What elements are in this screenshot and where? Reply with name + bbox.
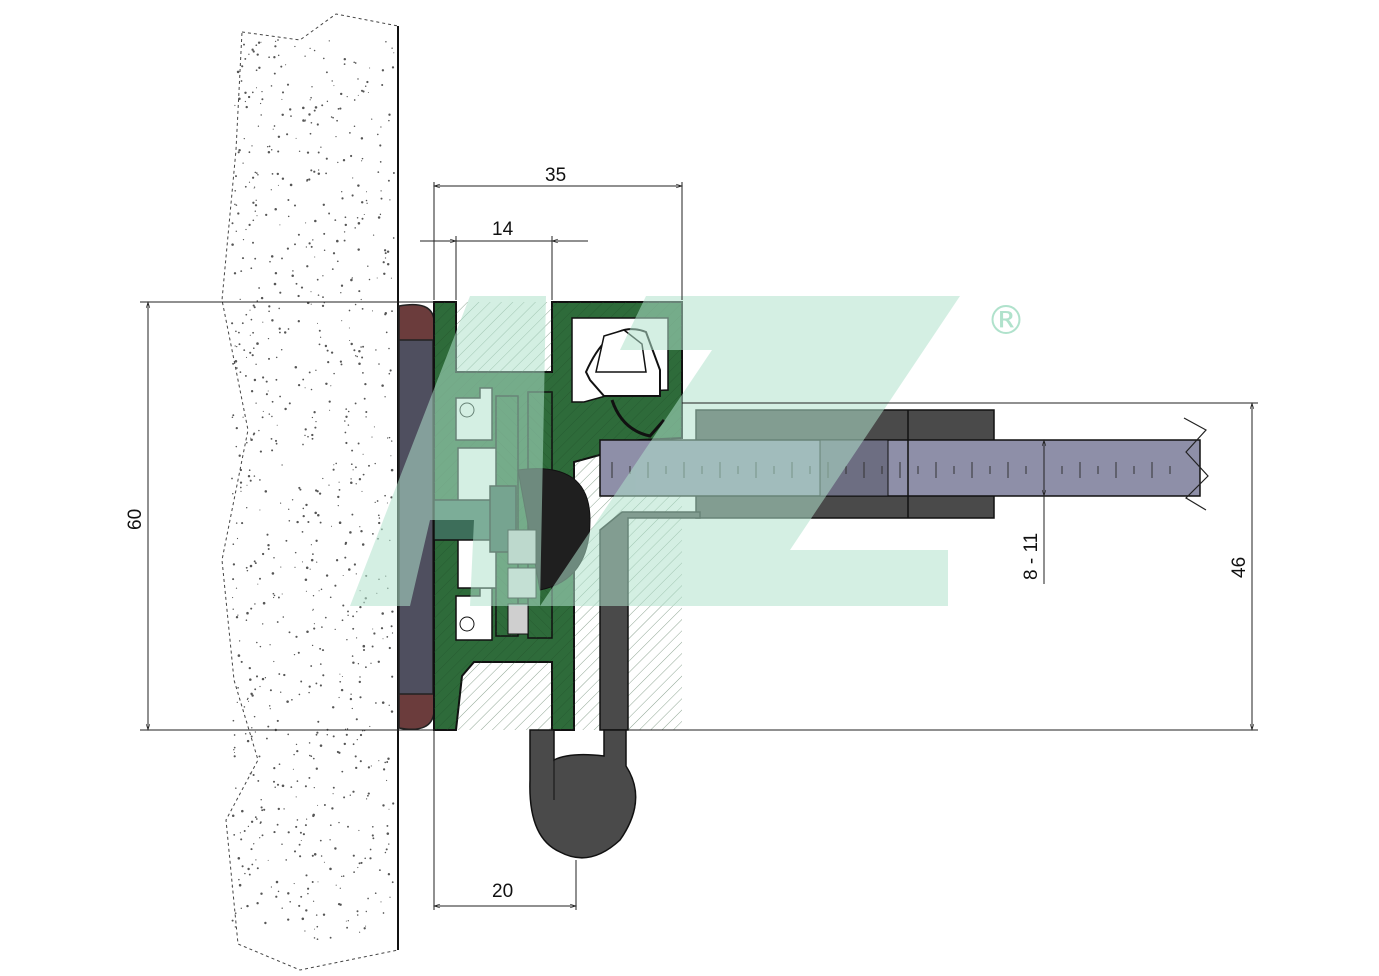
dimensions: [140, 182, 1258, 910]
dimension-46: 46: [1229, 557, 1250, 578]
concrete-texture: [231, 39, 395, 941]
dimension-60: 60: [125, 509, 146, 530]
registered-mark: ®: [986, 298, 1026, 344]
dimension-20: 20: [492, 881, 513, 902]
dimension-35: 35: [545, 165, 566, 186]
az-watermark: [350, 296, 960, 606]
dimension-8-11: 8 - 11: [1021, 533, 1042, 580]
concrete-wall: [221, 13, 399, 971]
dimension-14: 14: [492, 219, 514, 240]
